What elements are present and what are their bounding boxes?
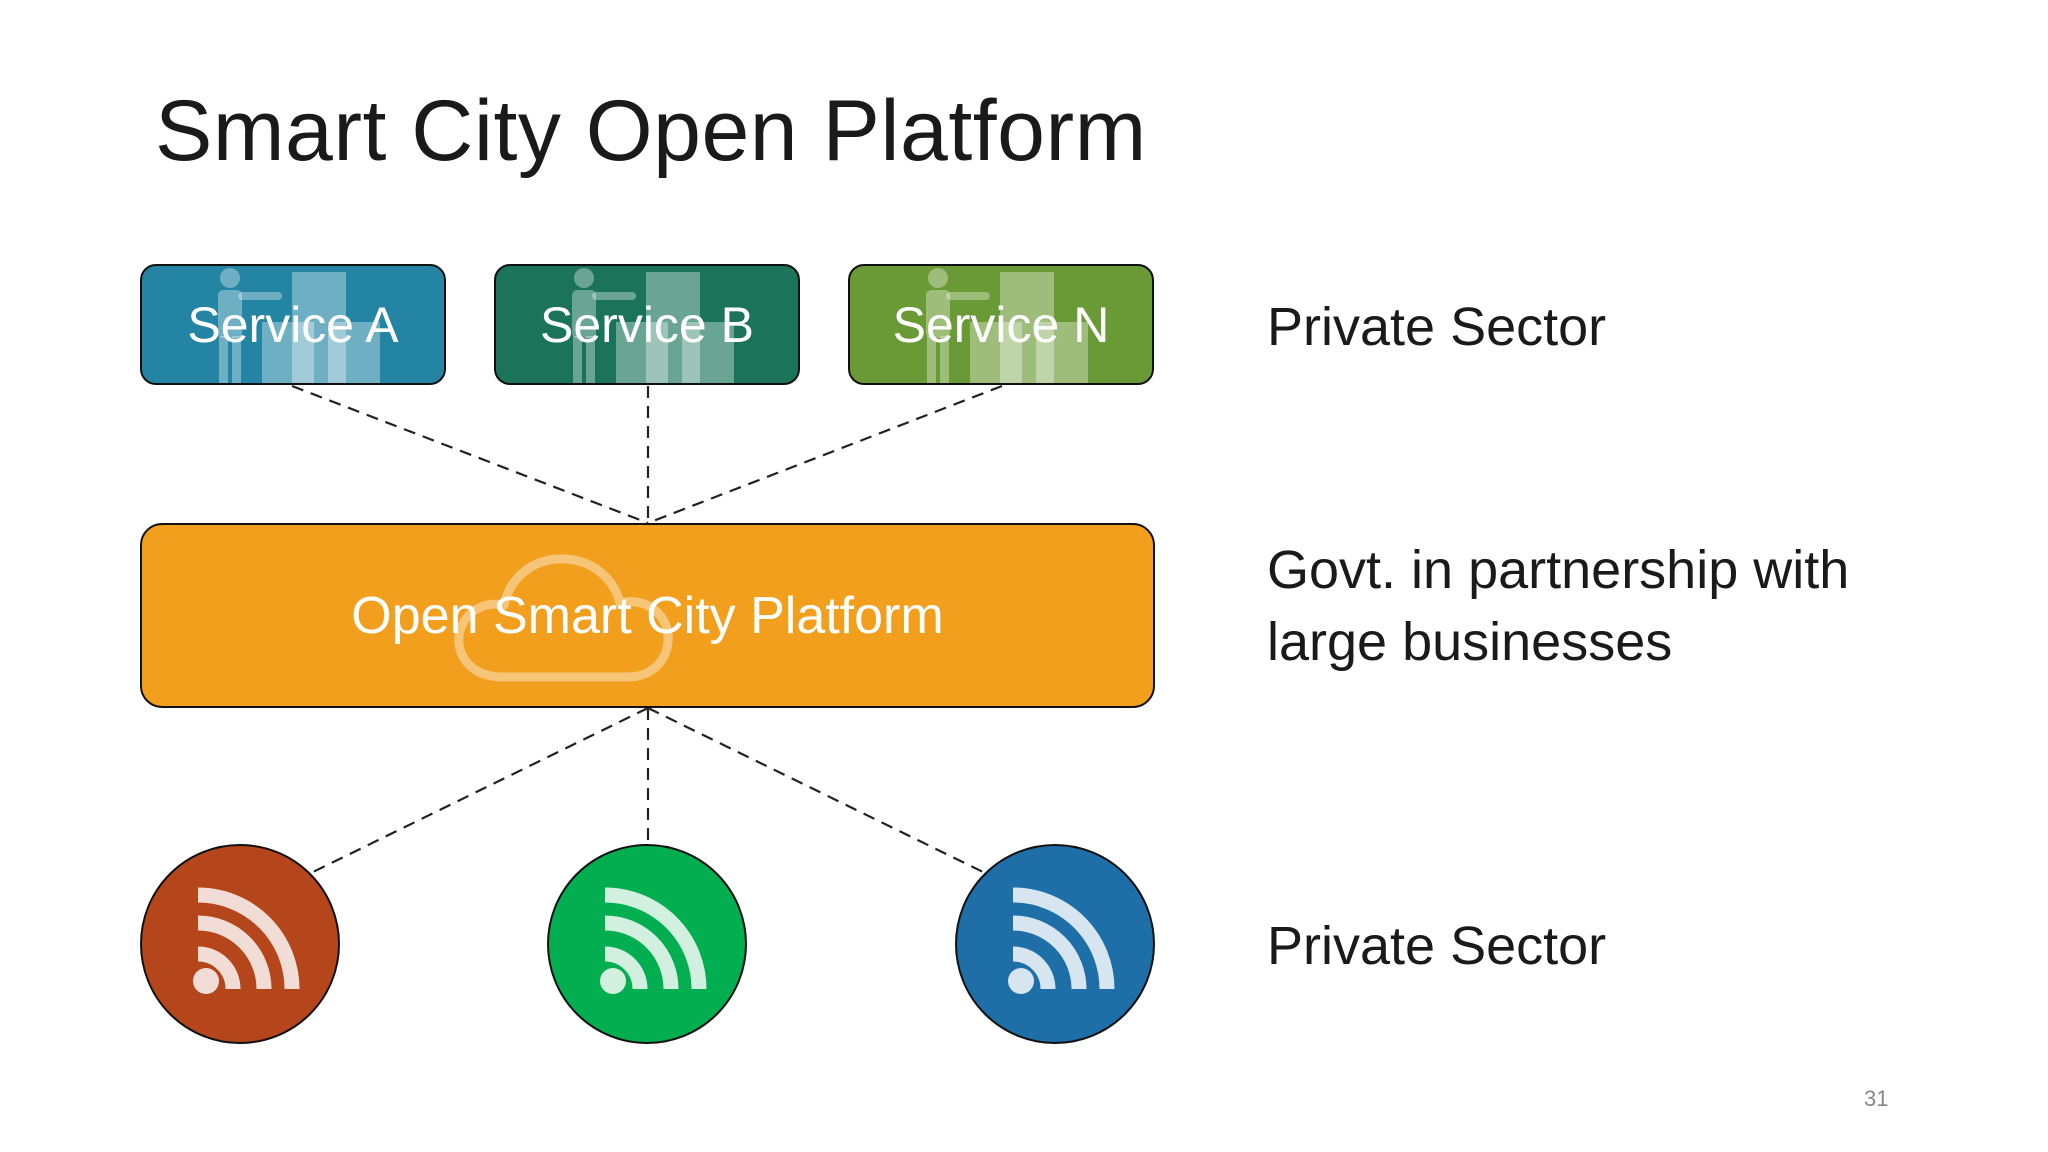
service-b-box: Service B bbox=[494, 264, 800, 385]
rss-feed-icon bbox=[1008, 887, 1115, 994]
service-b-label: Service B bbox=[540, 296, 754, 353]
person-pointing-chart-icon bbox=[926, 268, 1088, 383]
service-a-box: Service A bbox=[140, 264, 446, 385]
cloud-icon bbox=[454, 554, 673, 682]
connector-sensor-3 bbox=[647, 707, 984, 873]
middle-sector-label-line1: Govt. in partnership with bbox=[1267, 540, 1850, 600]
page-number: 31 bbox=[1864, 1086, 1889, 1111]
service-n-box: Service N bbox=[848, 264, 1154, 385]
connector-service-a bbox=[291, 384, 649, 525]
sensor-2 bbox=[547, 844, 747, 1044]
top-sector-label: Private Sector bbox=[1267, 297, 1607, 357]
person-pointing-chart-icon bbox=[218, 268, 380, 383]
rss-feed-icon bbox=[193, 887, 300, 994]
connector-sensor-1 bbox=[312, 707, 649, 873]
service-a-label: Service A bbox=[187, 296, 399, 353]
sensor-3 bbox=[955, 844, 1155, 1044]
connector-service-n bbox=[647, 384, 1003, 525]
slide-title: Smart City Open Platform bbox=[155, 83, 1147, 179]
person-pointing-chart-icon bbox=[572, 268, 734, 383]
service-n-label: Service N bbox=[892, 296, 1110, 353]
rss-feed-icon bbox=[600, 887, 707, 994]
platform-label: Open Smart City Platform bbox=[351, 586, 944, 645]
bottom-sector-label: Private Sector bbox=[1267, 916, 1607, 976]
middle-sector-label-line2: large businesses bbox=[1267, 612, 1673, 672]
platform-box: Open Smart City Platform bbox=[140, 523, 1155, 708]
sensor-1 bbox=[140, 844, 340, 1044]
